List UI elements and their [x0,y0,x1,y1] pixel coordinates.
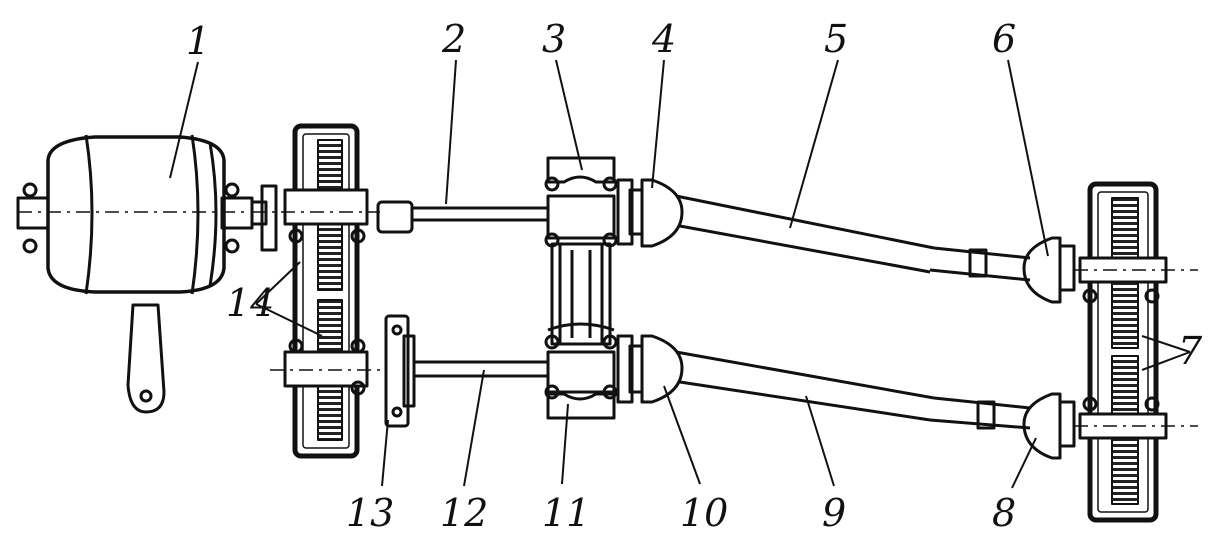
label-3: 3 [542,17,567,61]
label-5: 5 [824,17,849,61]
label-6: 6 [992,17,1017,61]
label-4: 4 [652,17,677,61]
label-11: 11 [542,491,591,535]
label-7: 7 [1178,329,1203,373]
label-8: 8 [992,491,1017,535]
label-10: 10 [680,491,729,535]
upper-shaft [376,200,548,234]
motor-coupling [250,184,278,252]
upper-cardan-shaft [675,194,1031,282]
label-13: 13 [346,491,395,535]
leader-lines [169,59,1191,489]
bearing-housing [544,156,618,420]
label-1: 1 [186,19,211,63]
lower-cardan-shaft [675,350,1031,430]
gear-pair-left [252,123,380,459]
motor [16,134,254,414]
flange-coupling [384,314,416,428]
label-14: 14 [226,281,275,325]
label-9: 9 [822,491,847,535]
universal-joint-left [616,178,684,404]
label-12: 12 [440,491,489,535]
label-2: 2 [442,17,467,61]
lower-shaft [414,360,548,378]
universal-joint-right [1022,236,1076,460]
gear-pair-right [1074,181,1198,523]
